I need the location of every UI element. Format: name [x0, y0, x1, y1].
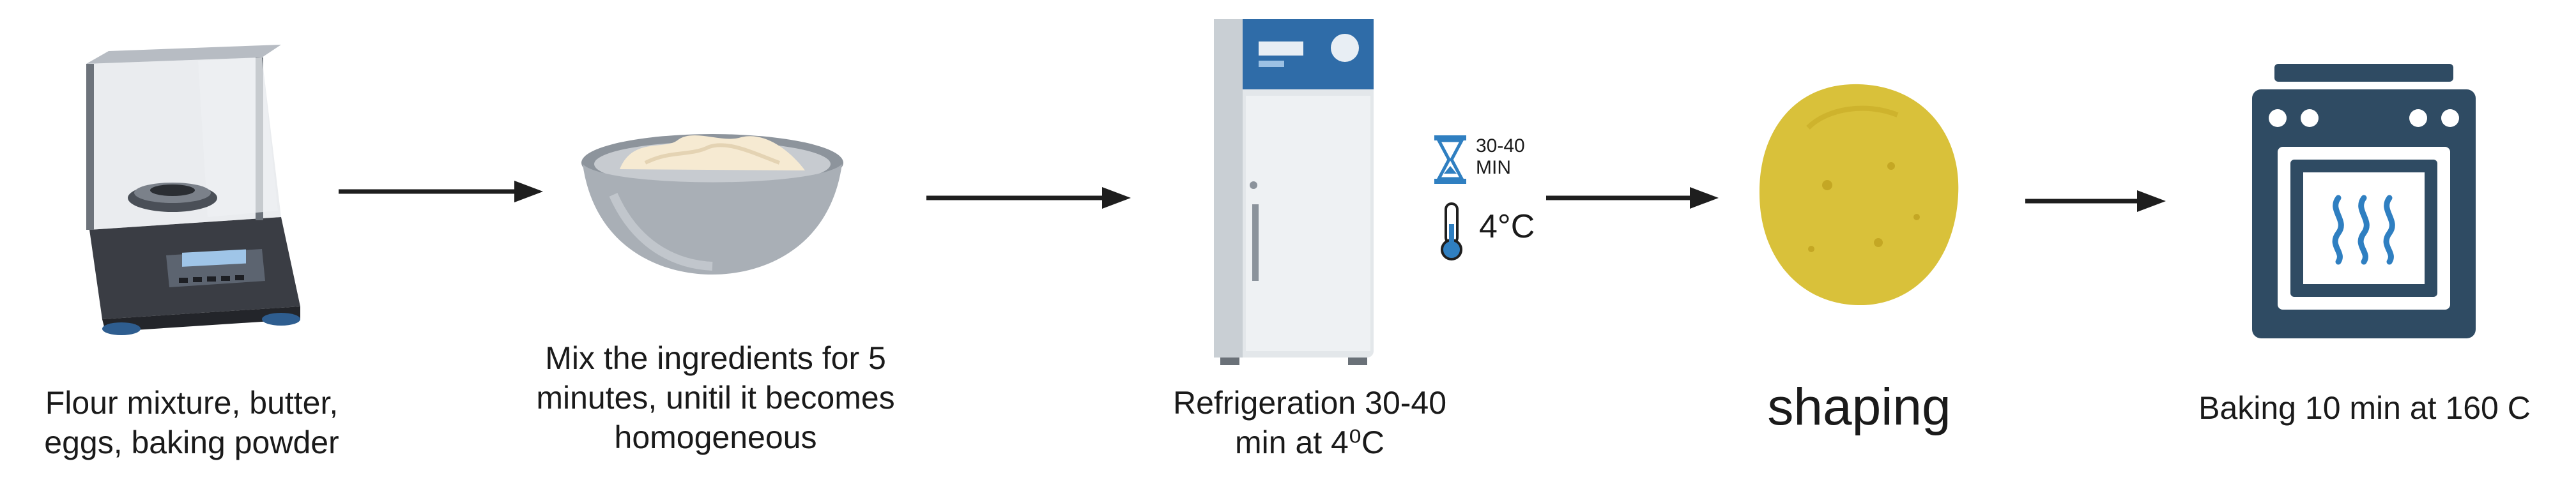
step-5-caption: Baking 10 min at 160 C — [2198, 390, 2531, 426]
hourglass-icon — [1434, 135, 1466, 184]
fridge-temp-label: 4°C — [1479, 208, 1535, 245]
thermometer-icon — [1441, 202, 1462, 260]
arrow-right-icon — [2025, 190, 2166, 212]
arrow-right-icon — [1546, 187, 1719, 209]
step-2-caption: Mix the ingredients for 5 minutes, uniti… — [536, 340, 895, 455]
analytical-balance-icon — [86, 45, 300, 335]
arrow-right-icon — [339, 181, 543, 202]
mixing-bowl-icon — [581, 134, 843, 275]
fridge-time-unit: MIN — [1476, 157, 1511, 178]
refrigerator-icon — [1214, 19, 1374, 365]
oven-icon — [2252, 64, 2476, 338]
fridge-time-label: 30-40 MIN — [1476, 135, 1525, 179]
dough-ball-icon — [1759, 84, 1959, 306]
fridge-time-value: 30-40 — [1476, 135, 1525, 156]
arrow-right-icon — [926, 187, 1131, 209]
step-3-caption: Refrigeration 30-40 min at 4⁰C — [1172, 385, 1447, 460]
step-1-caption: Flour mixture, butter, eggs, baking powd… — [44, 385, 339, 460]
step-4-caption: shaping — [1767, 378, 1951, 436]
